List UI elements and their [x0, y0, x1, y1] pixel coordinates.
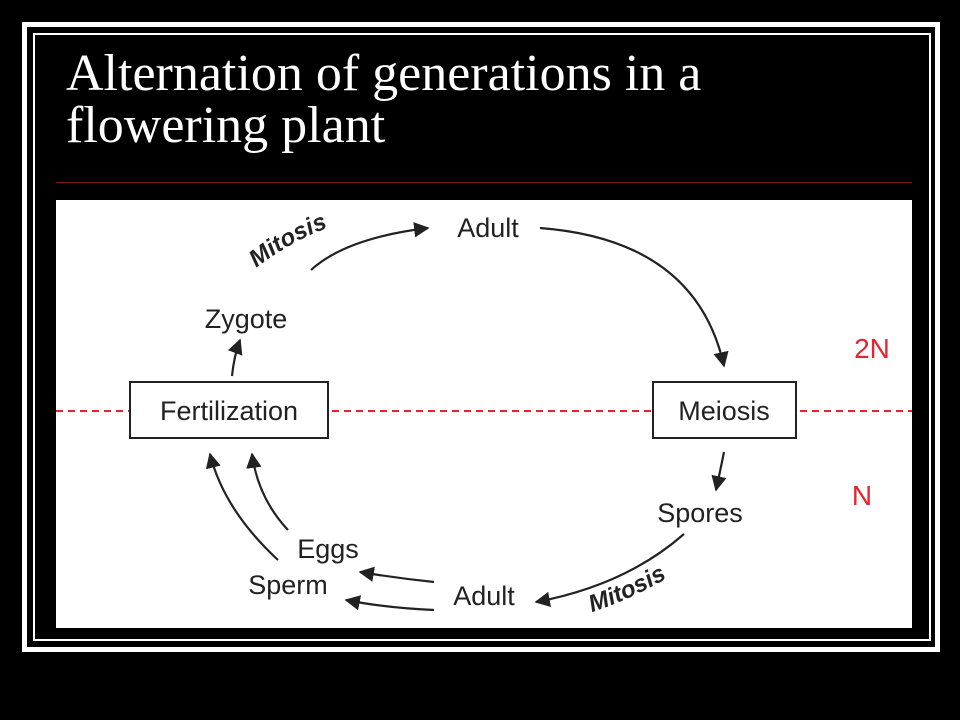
spores-label: Spores [657, 498, 743, 528]
life-cycle-diagram: Fertilization Meiosis Adult Zygote Spore… [56, 208, 912, 618]
title-divider [56, 182, 912, 183]
eggs-label: Eggs [297, 534, 359, 564]
zygote-label: Zygote [205, 304, 288, 334]
mitosis-bottom-label: Mitosis [585, 560, 670, 618]
arrow-fertilization-to-zygote [227, 338, 243, 377]
ploidy-n-label: N [852, 480, 872, 511]
slide-title: Alternation of generations in a flowerin… [66, 48, 906, 152]
slide-title-line-1: Alternation of generations in a [66, 45, 702, 102]
slide-inner-frame [33, 33, 931, 641]
arrow-adult-to-sperm [344, 595, 435, 612]
adult-top-label: Adult [457, 213, 519, 243]
arrow-spores-to-adult [534, 533, 685, 607]
arrow-adult-to-meiosis [539, 226, 729, 368]
arrow-meiosis-to-spores [711, 451, 727, 492]
arrow-adult-to-eggs [358, 566, 435, 584]
arrow-sperm-to-fertilization [205, 452, 279, 561]
arrow-zygote-to-adult [310, 222, 430, 271]
diagram-panel: Fertilization Meiosis Adult Zygote Spore… [56, 200, 912, 628]
fertilization-label: Fertilization [160, 396, 298, 426]
sperm-label: Sperm [248, 570, 328, 600]
meiosis-label: Meiosis [678, 396, 770, 426]
ploidy-2n-label: 2N [854, 333, 890, 364]
mitosis-top-label: Mitosis [244, 208, 330, 273]
adult-bottom-label: Adult [453, 581, 515, 611]
meiosis-box [652, 381, 797, 439]
arrow-eggs-to-fertilization [246, 452, 289, 531]
slide-title-line-2: flowering plant [66, 97, 386, 154]
fertilization-box [129, 381, 329, 439]
slide-outer-frame [22, 22, 940, 652]
